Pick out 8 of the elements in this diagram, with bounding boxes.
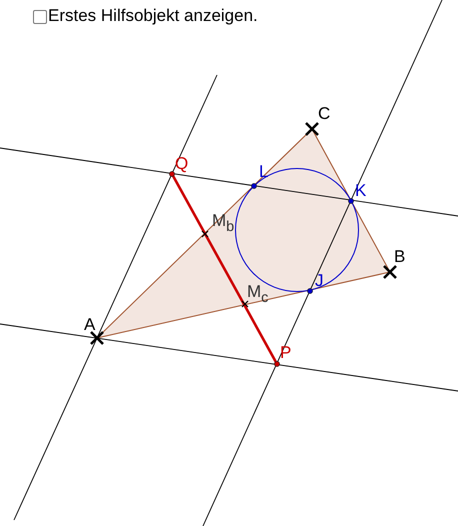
point-label: C bbox=[318, 105, 330, 122]
point-label: J bbox=[315, 272, 324, 289]
point-label: A bbox=[84, 316, 96, 333]
point-label: Q bbox=[175, 155, 188, 172]
checkbox-label: Erstes Hilfsobjekt anzeigen. bbox=[48, 7, 258, 24]
point-label: B bbox=[394, 248, 406, 265]
point-label: P bbox=[280, 344, 292, 361]
point-label: K bbox=[355, 182, 366, 199]
